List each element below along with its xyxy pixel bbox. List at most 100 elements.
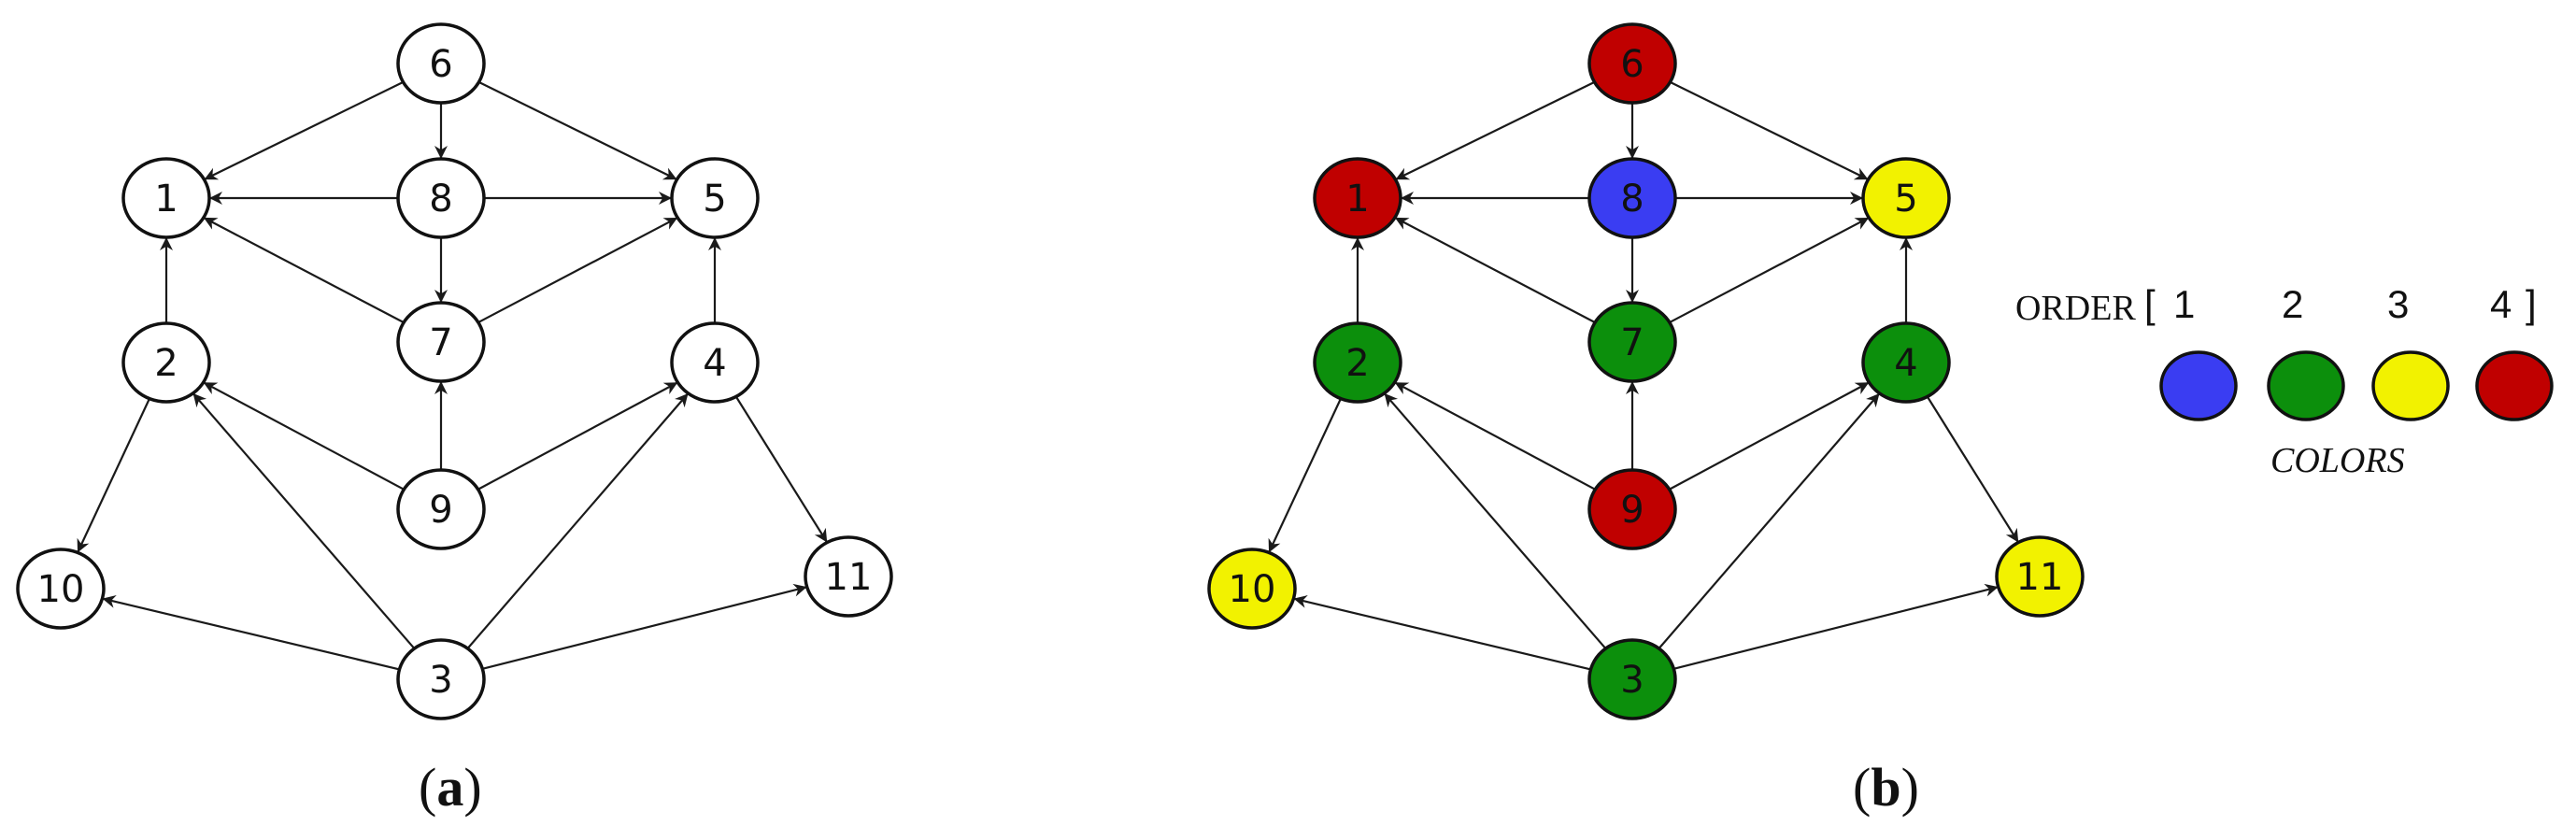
edge-3-to-4 — [466, 392, 690, 649]
node-4-label: 4 — [1894, 342, 1917, 385]
edge-6-to-1 — [1395, 80, 1595, 181]
node-11-label: 11 — [2016, 556, 2064, 599]
node-2-circle — [121, 321, 211, 404]
node-9: 9 — [1587, 468, 1677, 550]
panel-b-caption: (b) — [1853, 757, 1919, 818]
node-3: 3 — [396, 638, 486, 720]
edge-9-to-2 — [203, 381, 405, 491]
node-2: 2 — [1313, 321, 1402, 404]
node-11: 11 — [804, 535, 893, 618]
node-8: 8 — [396, 157, 486, 239]
node-7-label: 7 — [1620, 321, 1644, 364]
node-10-circle — [1207, 548, 1297, 630]
node-8-label: 8 — [429, 178, 452, 221]
legend-close-bracket: ] — [2526, 282, 2537, 326]
node-6: 6 — [396, 22, 486, 105]
node-9-label: 9 — [1620, 489, 1644, 532]
node-7-circle — [396, 301, 486, 383]
edge-4-to-11 — [734, 395, 829, 544]
node-6-circle — [396, 22, 486, 105]
node-6-label: 6 — [429, 43, 452, 86]
edge-3-to-2 — [192, 392, 416, 649]
node-2-label: 2 — [154, 342, 178, 385]
node-7: 7 — [1587, 301, 1677, 383]
legend-order-4: 4 — [2490, 282, 2512, 326]
node-3-label: 3 — [429, 659, 452, 702]
edge-3-to-11 — [1673, 583, 1999, 670]
node-3-circle — [1587, 638, 1677, 720]
legend-order-3: 3 — [2387, 282, 2409, 326]
edge-3-to-4 — [1658, 392, 1881, 649]
node-3: 3 — [1587, 638, 1677, 720]
node-8: 8 — [1587, 157, 1677, 239]
node-6: 6 — [1587, 22, 1677, 105]
node-10: 10 — [1207, 548, 1297, 630]
node-7-circle — [1587, 301, 1677, 383]
node-5-label: 5 — [703, 178, 726, 221]
node-2: 2 — [121, 321, 211, 404]
node-8-circle — [396, 157, 486, 239]
node-4: 4 — [1861, 321, 1951, 404]
edge-2-to-10 — [1268, 398, 1342, 553]
node-6-circle — [1587, 22, 1677, 105]
color-order-legend: ORDER [ 1 2 3 4 ] COLORS — [2015, 282, 2554, 480]
edge-9-to-4 — [477, 381, 678, 491]
node-5: 5 — [1861, 157, 1951, 239]
edge-7-to-5 — [477, 216, 678, 324]
node-5-label: 5 — [1894, 178, 1917, 221]
node-1-circle — [121, 157, 211, 239]
edge-6-to-1 — [204, 80, 404, 181]
edge-2-to-10 — [77, 398, 150, 553]
node-5-circle — [670, 157, 760, 239]
node-10-label: 10 — [37, 568, 85, 611]
edge-6-to-5 — [478, 80, 677, 181]
edge-6-to-5 — [1670, 80, 1869, 181]
node-6-label: 6 — [1620, 43, 1644, 86]
node-4: 4 — [670, 321, 760, 404]
node-9-label: 9 — [429, 489, 452, 532]
legend-swatch-yellow — [2371, 350, 2450, 421]
legend-colors-label: COLORS — [2270, 441, 2405, 480]
node-7-label: 7 — [429, 321, 452, 364]
legend-swatch-green — [2267, 350, 2345, 421]
legend-order-1: 1 — [2173, 282, 2195, 326]
edge-4-to-11 — [1926, 395, 2020, 544]
node-9: 9 — [396, 468, 486, 550]
node-11-circle — [804, 535, 893, 618]
edge-3-to-2 — [1383, 392, 1607, 649]
node-1-label: 1 — [1345, 178, 1369, 221]
panel-a-uncolored-graph: 6 1 8 5 7 2 4 9 10 11 3 — [16, 22, 893, 720]
node-1-label: 1 — [154, 178, 178, 221]
node-10: 10 — [16, 548, 106, 630]
node-1: 1 — [1313, 157, 1402, 239]
node-9-circle — [396, 468, 486, 550]
node-7: 7 — [396, 301, 486, 383]
edge-9-to-4 — [1669, 381, 1870, 491]
node-9-circle — [1587, 468, 1677, 550]
edge-9-to-2 — [1394, 381, 1596, 491]
node-4-circle — [1861, 321, 1951, 404]
edge-7-to-5 — [1669, 216, 1870, 324]
node-11: 11 — [1995, 535, 2085, 618]
node-1-circle — [1313, 157, 1402, 239]
node-8-label: 8 — [1620, 178, 1644, 221]
edge-3-to-10 — [1293, 595, 1591, 671]
node-2-label: 2 — [1345, 342, 1369, 385]
edge-3-to-10 — [102, 595, 400, 671]
node-10-label: 10 — [1229, 568, 1276, 611]
node-10-circle — [16, 548, 106, 630]
edge-7-to-1 — [1394, 216, 1596, 324]
panel-b-colored-graph: 6 1 8 5 7 2 4 9 10 11 3 — [1207, 22, 2085, 720]
legend-open-bracket: [ — [2144, 282, 2156, 326]
node-11-label: 11 — [825, 556, 873, 599]
legend-order-2: 2 — [2282, 282, 2303, 326]
node-4-circle — [670, 321, 760, 404]
panel-a-caption: (a) — [419, 757, 482, 818]
legend-swatch-red — [2475, 350, 2554, 421]
edge-3-to-11 — [482, 583, 807, 670]
node-5: 5 — [670, 157, 760, 239]
legend-order-word: ORDER — [2015, 289, 2136, 328]
node-2-circle — [1313, 321, 1402, 404]
node-3-circle — [396, 638, 486, 720]
